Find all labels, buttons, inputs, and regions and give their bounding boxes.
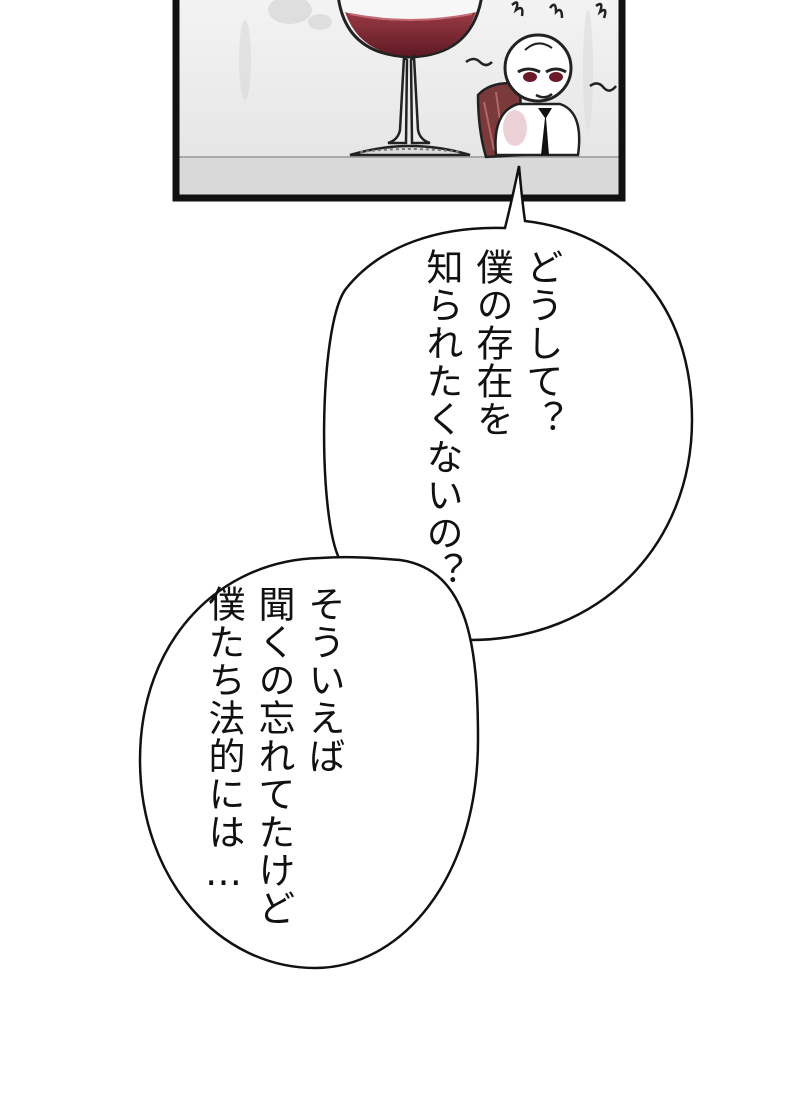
speech-text-bottom: そういえば 聞くの忘れてたけど 僕たち法的には… (198, 585, 348, 955)
speech-line: 聞くの忘れてたけど (252, 585, 295, 927)
speech-line: 僕たち法的には… (202, 585, 245, 895)
speech-line: そういえば (302, 585, 345, 775)
wine-glass-icon (337, 0, 483, 157)
speech-line: 知られたくないの？ (420, 248, 463, 590)
speech-line: 僕の存在を (470, 248, 513, 438)
speech-bubbles (138, 165, 694, 970)
speech-bubble-top (322, 165, 694, 642)
speech-line: どうして？ (520, 248, 563, 438)
character-icon (494, 33, 581, 157)
speech-bubble-bottom (138, 555, 480, 970)
speech-text-top: どうして？ 僕の存在を 知られたくないの？ (416, 248, 566, 608)
bubble-seam-fill (346, 559, 452, 640)
table-surface (176, 157, 622, 197)
comic-panel (172, 0, 626, 202)
background-smudges (239, 0, 593, 130)
dizzy-marks (465, 1, 617, 92)
panel-border (172, 0, 626, 202)
